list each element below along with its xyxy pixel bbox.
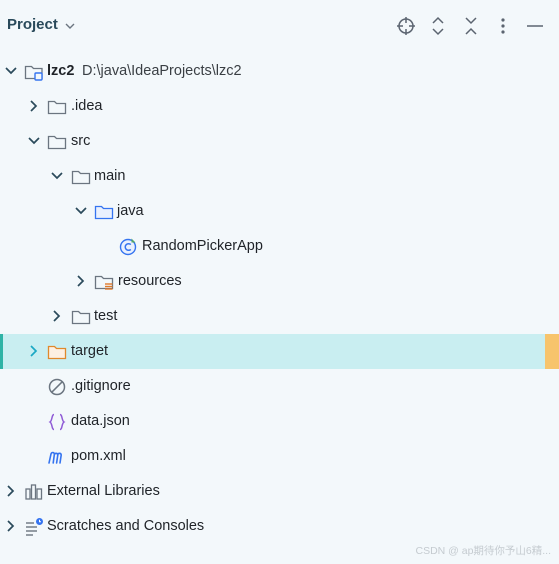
- library-icon: [24, 482, 44, 502]
- locate-icon[interactable]: [394, 14, 418, 38]
- tree-node-random-picker-app[interactable]: RandomPickerApp: [0, 229, 559, 264]
- chevron-right-icon[interactable]: [4, 484, 18, 498]
- panel-title[interactable]: Project: [7, 16, 58, 33]
- watermark: CSDN @ ap期待你予山6精...: [415, 545, 551, 557]
- folder-icon: [71, 167, 91, 187]
- chevron-down-icon[interactable]: [50, 169, 64, 183]
- random-picker-app-label: RandomPickerApp: [142, 238, 263, 254]
- target-label: target: [71, 343, 109, 359]
- chevron-down-icon[interactable]: [4, 64, 18, 78]
- tree-node-idea[interactable]: .idea: [0, 89, 559, 124]
- more-options-icon[interactable]: [491, 14, 515, 38]
- selection-indicator: [0, 334, 3, 369]
- main-label: main: [94, 168, 126, 184]
- tree-node-scratches[interactable]: Scratches and Consoles: [0, 509, 559, 544]
- tree-node-data-json[interactable]: data.json: [0, 404, 559, 439]
- json-file-icon: [47, 412, 67, 432]
- folder-icon: [71, 307, 91, 327]
- scratches-icon: [24, 517, 44, 537]
- chevron-right-icon[interactable]: [27, 99, 41, 113]
- excluded-folder-icon: [47, 342, 67, 362]
- folder-icon: [47, 132, 67, 152]
- tree-node-gitignore[interactable]: .gitignore: [0, 369, 559, 404]
- test-label: test: [94, 308, 118, 324]
- external-libraries-label: External Libraries: [47, 483, 160, 499]
- chevron-right-icon[interactable]: [4, 519, 18, 533]
- gitignore-label: .gitignore: [71, 378, 131, 394]
- folder-icon: [47, 97, 67, 117]
- tree-node-pom-xml[interactable]: pom.xml: [0, 439, 559, 474]
- chevron-right-icon[interactable]: [74, 274, 88, 288]
- ignore-file-icon: [47, 377, 67, 397]
- project-panel-header: Project: [0, 0, 559, 54]
- tree-node-external-libraries[interactable]: External Libraries: [0, 474, 559, 509]
- chevron-down-icon[interactable]: [64, 19, 76, 37]
- chevron-right-icon[interactable]: [27, 344, 41, 358]
- src-label: src: [71, 133, 91, 149]
- tree-node-java[interactable]: java: [0, 194, 559, 229]
- tree-node-src[interactable]: src: [0, 124, 559, 159]
- expand-all-icon[interactable]: [426, 14, 450, 38]
- chevron-right-icon[interactable]: [50, 309, 64, 323]
- root-label: lzc2: [47, 63, 75, 79]
- tree-node-root[interactable]: lzc2 D:\java\IdeaProjects\lzc2: [0, 54, 559, 89]
- change-marker: [545, 334, 559, 369]
- idea-label: .idea: [71, 98, 103, 114]
- module-folder-icon: [24, 62, 44, 82]
- source-folder-icon: [94, 202, 114, 222]
- resources-label: resources: [118, 273, 182, 289]
- tree-node-target[interactable]: target: [0, 334, 559, 369]
- tree-node-test[interactable]: test: [0, 299, 559, 334]
- resources-folder-icon: [94, 272, 114, 292]
- collapse-all-icon[interactable]: [459, 14, 483, 38]
- java-label: java: [117, 203, 144, 219]
- data-json-label: data.json: [71, 413, 130, 429]
- chevron-down-icon[interactable]: [74, 204, 88, 218]
- java-class-icon: [118, 237, 138, 257]
- root-path: D:\java\IdeaProjects\lzc2: [82, 63, 242, 79]
- tree-node-resources[interactable]: resources: [0, 264, 559, 299]
- pom-xml-label: pom.xml: [71, 448, 126, 464]
- maven-icon: [46, 447, 66, 467]
- chevron-down-icon[interactable]: [27, 134, 41, 148]
- minimize-icon[interactable]: [523, 14, 547, 38]
- scratches-label: Scratches and Consoles: [47, 518, 205, 534]
- tree-node-main[interactable]: main: [0, 159, 559, 194]
